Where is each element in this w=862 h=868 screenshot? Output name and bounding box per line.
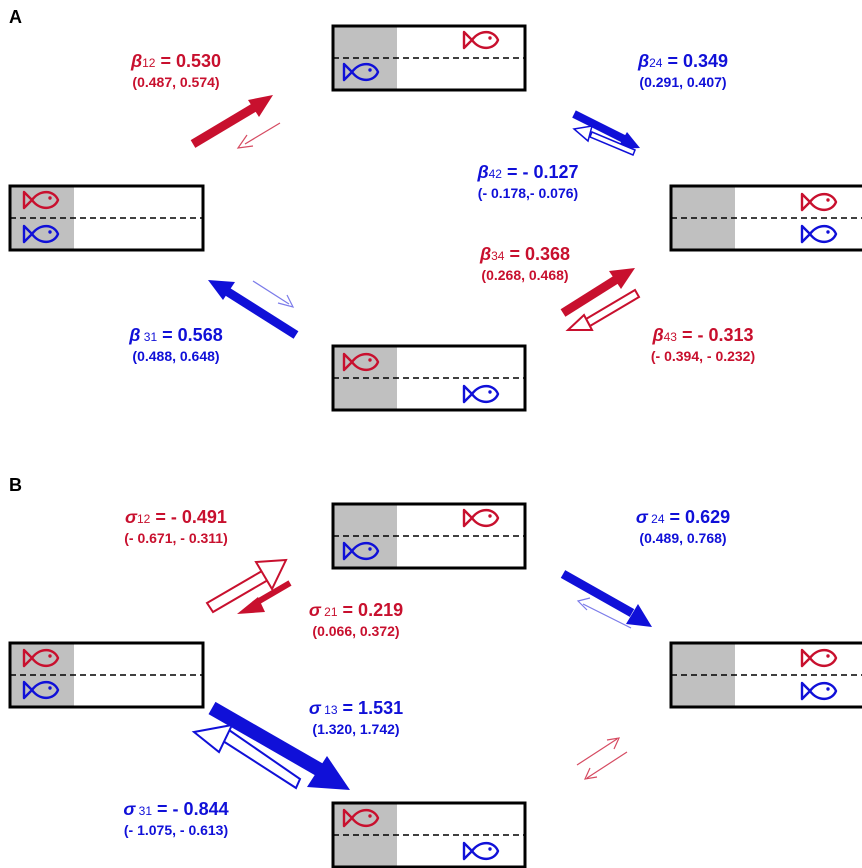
svg-text:(0.291, 0.407): (0.291, 0.407) bbox=[639, 74, 726, 90]
blue-fish-icon bbox=[462, 384, 500, 404]
svg-text:(- 1.075, - 0.613): (- 1.075, - 0.613) bbox=[124, 822, 228, 838]
blue-fish-icon bbox=[800, 681, 838, 701]
svg-text:β12 = 0.530: β12 = 0.530 bbox=[130, 51, 221, 71]
svg-text:σ 13 = 1.531: σ 13 = 1.531 bbox=[309, 698, 403, 718]
label-sigma31: σ 31 = - 0.844 (- 1.075, - 0.613) bbox=[123, 799, 228, 838]
tank-state-3-b bbox=[331, 801, 527, 868]
red-fish-icon bbox=[800, 648, 838, 668]
svg-text:(0.489, 0.768): (0.489, 0.768) bbox=[639, 530, 726, 546]
blue-fish-icon bbox=[800, 224, 838, 244]
arrows-b bbox=[191, 558, 652, 790]
svg-text:β42 = - 0.127: β42 = - 0.127 bbox=[476, 162, 578, 182]
red-fish-icon bbox=[800, 192, 838, 212]
svg-text:β43 = - 0.313: β43 = - 0.313 bbox=[651, 325, 753, 345]
tank-state-2-b bbox=[331, 502, 527, 570]
svg-text:β 31 = 0.568: β 31 = 0.568 bbox=[128, 325, 222, 345]
arrow-beta12 bbox=[190, 103, 258, 148]
svg-text:(0.487, 0.574): (0.487, 0.574) bbox=[132, 74, 219, 90]
label-sigma21: σ 21 = 0.219 (0.066, 0.372) bbox=[309, 600, 403, 639]
label-beta24: β24 = 0.349 (0.291, 0.407) bbox=[637, 51, 728, 90]
svg-text:(1.320, 1.742): (1.320, 1.742) bbox=[312, 721, 399, 737]
tank-state-1-b bbox=[8, 641, 205, 709]
label-beta12: β12 = 0.530 (0.487, 0.574) bbox=[130, 51, 221, 90]
svg-text:(- 0.394, - 0.232): (- 0.394, - 0.232) bbox=[651, 348, 755, 364]
svg-text:σ12 = - 0.491: σ12 = - 0.491 bbox=[125, 507, 227, 527]
arrow-sigma21 bbox=[252, 580, 292, 607]
panel-b-label: B bbox=[9, 475, 22, 495]
label-sigma13: σ 13 = 1.531 (1.320, 1.742) bbox=[309, 698, 403, 737]
red-fish-icon bbox=[462, 30, 500, 50]
arrow-beta34 bbox=[560, 275, 620, 317]
label-beta43: β43 = - 0.313 (- 0.394, - 0.232) bbox=[651, 325, 755, 364]
arrows-a bbox=[190, 95, 641, 339]
arrow-beta24 bbox=[572, 110, 628, 144]
svg-text:β34 = 0.368: β34 = 0.368 bbox=[479, 244, 570, 264]
label-sigma24: σ 24 = 0.629 (0.489, 0.768) bbox=[636, 507, 730, 546]
svg-text:(- 0.178,- 0.076): (- 0.178,- 0.076) bbox=[478, 185, 578, 201]
arrow-beta42 bbox=[589, 131, 636, 156]
svg-text:σ 24 = 0.629: σ 24 = 0.629 bbox=[636, 507, 730, 527]
panel-a-label: A bbox=[9, 7, 22, 27]
label-sigma12: σ12 = - 0.491 (- 0.671, - 0.311) bbox=[124, 507, 228, 546]
svg-text:σ 31 = - 0.844: σ 31 = - 0.844 bbox=[123, 799, 228, 819]
red-fish-icon bbox=[462, 508, 500, 528]
svg-text:(0.268, 0.468): (0.268, 0.468) bbox=[481, 267, 568, 283]
svg-text:(0.488, 0.648): (0.488, 0.648) bbox=[132, 348, 219, 364]
blue-fish-icon bbox=[462, 841, 500, 861]
tank-state-4-a bbox=[669, 184, 862, 252]
arrow-sigma24 bbox=[560, 570, 635, 617]
label-beta31: β 31 = 0.568 (0.488, 0.648) bbox=[128, 325, 222, 364]
svg-text:(- 0.671, - 0.311): (- 0.671, - 0.311) bbox=[124, 530, 228, 546]
label-beta42: β42 = - 0.127 (- 0.178,- 0.076) bbox=[476, 162, 578, 201]
tank-state-3-a bbox=[331, 344, 527, 412]
label-beta34: β34 = 0.368 (0.268, 0.468) bbox=[479, 244, 570, 283]
svg-text:σ 21 = 0.219: σ 21 = 0.219 bbox=[309, 600, 403, 620]
svg-text:β24 = 0.349: β24 = 0.349 bbox=[637, 51, 728, 71]
arrow-sigma13 bbox=[208, 701, 324, 777]
svg-text:(0.066, 0.372): (0.066, 0.372) bbox=[312, 623, 399, 639]
tank-state-2-a bbox=[331, 24, 527, 92]
tank-state-4-b bbox=[669, 641, 862, 709]
tank-state-1-a bbox=[8, 184, 205, 252]
arrow-beta31 bbox=[225, 288, 299, 339]
